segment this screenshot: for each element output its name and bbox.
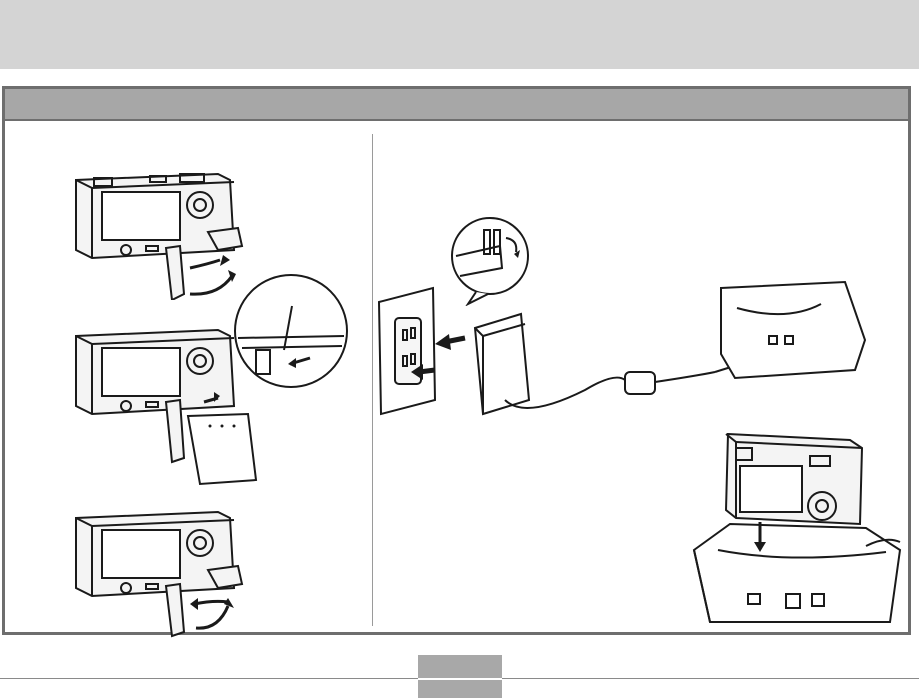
- camera-placed-on-cradle-illustration: [690, 426, 905, 638]
- page-tab-notch: [418, 678, 502, 680]
- top-header-band: [0, 0, 919, 69]
- camera-close-cover-illustration: [68, 498, 248, 638]
- page-number-tab: [418, 655, 502, 698]
- camera-insert-battery-illustration: [68, 318, 268, 490]
- camera-open-cover-illustration: [68, 160, 248, 300]
- column-divider: [372, 134, 373, 626]
- ac-adaptor-connection-illustration: [375, 280, 875, 430]
- panel-header-bar: [5, 89, 908, 121]
